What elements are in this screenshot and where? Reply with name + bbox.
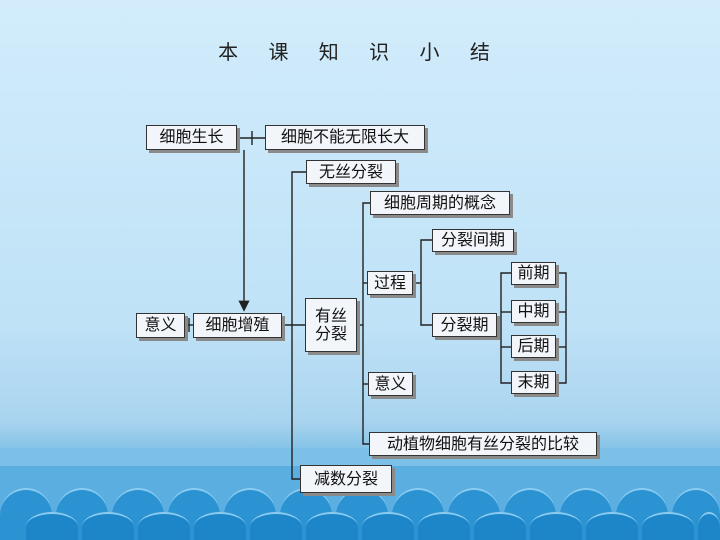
box-plant-animal-comparison: 动植物细胞有丝分裂的比较 — [369, 432, 597, 456]
box-prophase: 前期 — [511, 262, 556, 285]
wave-shape — [362, 512, 414, 540]
mitosis-label-line1: 有丝 — [314, 305, 347, 325]
wave-shape — [474, 512, 526, 540]
wave-shape — [26, 512, 78, 540]
box-cell-size-limit: 细胞不能无限长大 — [265, 125, 425, 150]
wave-shape — [250, 512, 302, 540]
mitosis-label-line2: 分裂 — [314, 324, 347, 343]
wave-shape — [586, 512, 638, 540]
box-cell-cycle-concept: 细胞周期的概念 — [370, 191, 510, 215]
wave-shape — [82, 512, 134, 540]
wave-shape — [306, 512, 358, 540]
wave-shape — [138, 512, 190, 540]
wave-shape — [642, 512, 694, 540]
wave-shape — [418, 512, 470, 540]
box-meiosis: 减数分裂 — [300, 465, 392, 493]
bracket-mitosis — [362, 202, 370, 445]
box-process: 过程 — [367, 271, 413, 295]
box-cell-proliferation: 细胞增殖 — [193, 313, 282, 338]
bracket-proliferation — [291, 171, 306, 480]
slide-title: 本 课 知 识 小 结 — [218, 40, 502, 64]
box-metaphase: 中期 — [511, 300, 556, 323]
box-significance-proliferation: 意义 — [136, 313, 185, 338]
wave-shape — [530, 512, 582, 540]
box-telophase: 末期 — [511, 371, 556, 394]
box-significance-mitosis: 意义 — [368, 372, 413, 396]
box-division-phase: 分裂期 — [432, 313, 497, 337]
wave-shape — [698, 512, 720, 540]
bracket-phases-left — [500, 272, 511, 384]
box-cell-growth: 细胞生长 — [146, 125, 237, 150]
bracket-phases-right — [556, 272, 567, 384]
box-interphase: 分裂间期 — [432, 229, 514, 252]
box-anaphase: 后期 — [511, 335, 556, 358]
wave-shape — [194, 512, 246, 540]
box-amitosis: 无丝分裂 — [306, 160, 396, 184]
bracket-process — [420, 239, 432, 326]
box-mitosis: 有丝 分裂 — [305, 298, 357, 352]
